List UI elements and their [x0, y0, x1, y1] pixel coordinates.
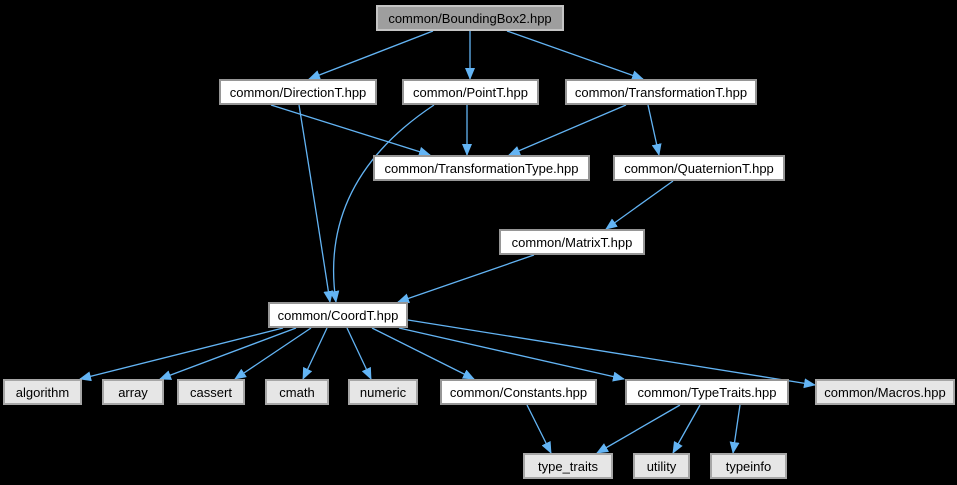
node-directiont[interactable]: common/DirectionT.hpp [219, 79, 377, 105]
node-type_traits: type_traits [523, 453, 613, 479]
edge-boundingbox2-to-transformationt [506, 30, 644, 81]
node-constants[interactable]: common/Constants.hpp [440, 379, 597, 405]
node-matrixt[interactable]: common/MatrixT.hpp [499, 229, 645, 255]
node-numeric: numeric [348, 379, 418, 405]
edge-coordt-to-cmath [302, 327, 328, 380]
edge-typetraits-to-type_traits [596, 404, 681, 454]
edge-coordt-to-array [159, 327, 297, 380]
edge-directiont-to-transformationtype [270, 104, 431, 157]
node-typeinfo: typeinfo [710, 453, 787, 479]
edge-coordt-to-cassert [234, 327, 312, 380]
edge-transformationt-to-quaterniont [647, 104, 662, 156]
edge-typetraits-to-utility [672, 404, 701, 454]
edge-coordt-to-typetraits [398, 327, 625, 382]
edge-quaterniont-to-matrixt [605, 180, 674, 230]
node-typetraits[interactable]: common/TypeTraits.hpp [625, 379, 789, 405]
node-pointt[interactable]: common/PointT.hpp [402, 79, 539, 105]
edge-coordt-to-algorithm [79, 327, 284, 382]
edge-constants-to-type_traits [526, 404, 552, 454]
edge-transformationt-to-transformationtype [508, 104, 627, 156]
node-cassert: cassert [177, 379, 245, 405]
edge-directiont-to-coordt [298, 104, 334, 303]
node-algorithm: algorithm [3, 379, 82, 405]
node-quaterniont[interactable]: common/QuaternionT.hpp [613, 155, 785, 181]
node-cmath: cmath [265, 379, 329, 405]
edge-coordt-to-numeric [346, 327, 372, 380]
node-transformationt[interactable]: common/TransformationT.hpp [565, 79, 757, 105]
edge-coordt-to-macros [407, 319, 816, 389]
node-array: array [102, 379, 164, 405]
edge-typetraits-to-typeinfo [729, 404, 741, 454]
node-macros: common/Macros.hpp [815, 379, 955, 405]
edge-coordt-to-constants [371, 327, 475, 380]
node-boundingbox2: common/BoundingBox2.hpp [376, 5, 564, 31]
edge-boundingbox2-to-directiont [308, 30, 434, 80]
edge-pointt-to-coordt [329, 104, 435, 303]
node-transformationtype[interactable]: common/TransformationType.hpp [373, 155, 590, 181]
node-coordt[interactable]: common/CoordT.hpp [268, 302, 408, 328]
node-utility: utility [633, 453, 690, 479]
edge-matrixt-to-coordt [397, 254, 535, 304]
